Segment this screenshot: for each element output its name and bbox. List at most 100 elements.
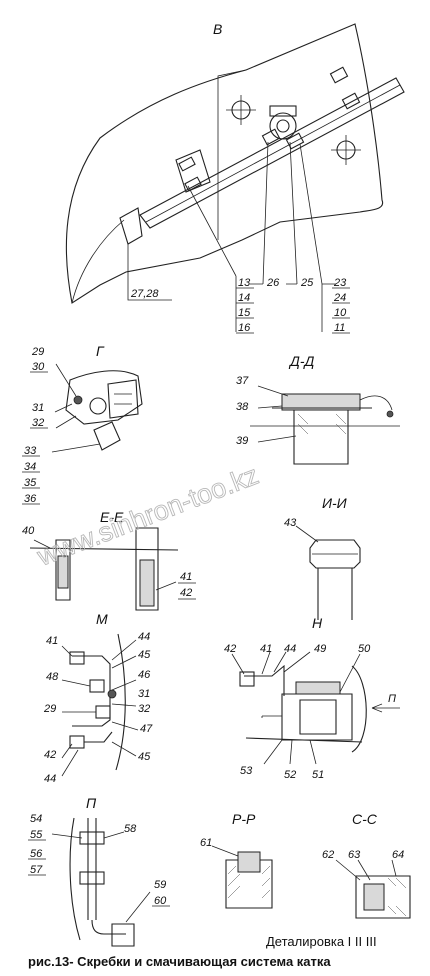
m-callout-45b: 45	[138, 751, 151, 763]
callout-23: 23	[333, 277, 347, 289]
leader-lines-p	[51, 831, 151, 923]
dd-chain	[359, 395, 393, 411]
callout-13: 13	[238, 277, 251, 289]
n-fitting	[239, 671, 255, 687]
view-dd: Д-Д 37 38 39	[236, 353, 400, 465]
leader-line-61	[211, 845, 239, 857]
n-callout-51: 51	[312, 769, 324, 781]
watermark: www.sinhron-too.kz	[32, 460, 262, 572]
n-callout-53: 53	[240, 765, 253, 777]
callout-34: 34	[24, 461, 36, 473]
m-valve	[107, 689, 117, 699]
m-callout-29: 29	[43, 703, 56, 715]
callout-64: 64	[392, 849, 404, 861]
callout-25: 25	[300, 277, 314, 289]
view-label-m: М	[96, 611, 108, 627]
callout-59: 59	[154, 879, 166, 891]
m-fitting-41	[69, 651, 85, 665]
n-direction-arrow	[371, 703, 400, 713]
callout-14: 14	[238, 292, 250, 304]
ee-fitting-left	[55, 539, 71, 601]
leader-lines-dd	[257, 385, 297, 443]
bolt-left	[178, 156, 202, 192]
leader-lines-m	[61, 639, 139, 777]
p-clamp-top	[79, 831, 105, 845]
callout-26: 26	[266, 277, 280, 289]
ee-fitting-right-core	[139, 559, 155, 607]
callout-60: 60	[154, 895, 167, 907]
view-n: Н П 42 41 44 49 50 53 52 51	[224, 615, 400, 781]
dd-chain-end	[386, 410, 394, 418]
m-callout-32: 32	[138, 703, 150, 715]
leader-lines-g	[51, 363, 101, 453]
callout-62: 62	[322, 849, 334, 861]
view-ss: С-С 62 63 64	[322, 811, 411, 919]
callout-39: 39	[236, 435, 248, 447]
n-callout-41: 41	[260, 643, 272, 655]
m-callout-41: 41	[46, 635, 58, 647]
bolt-right	[329, 66, 361, 110]
n-pump-top	[295, 681, 341, 695]
view-label-p: П	[86, 795, 97, 811]
view-v: В	[65, 21, 405, 334]
ii-nut	[309, 539, 361, 569]
n-arrow-label: П	[388, 693, 396, 705]
n-base-line	[245, 737, 363, 743]
shell-inner-curve	[71, 219, 125, 304]
dd-hatch	[297, 413, 347, 435]
view-label-ii: И-И	[322, 495, 348, 511]
rr-hatch	[227, 865, 271, 899]
n-pump-body	[281, 693, 353, 741]
m-callout-44b: 44	[44, 773, 56, 785]
callout-54: 54	[30, 813, 42, 825]
m-callout-45: 45	[138, 649, 151, 661]
view-label-n: Н	[312, 615, 323, 631]
scraper-blade	[119, 207, 143, 245]
callout-29: 29	[31, 346, 44, 358]
n-callout-49: 49	[314, 643, 326, 655]
ee-plate	[29, 547, 179, 551]
n-hose	[244, 664, 285, 696]
p-end-fitting	[111, 923, 135, 947]
shell-inner-edge	[217, 69, 247, 240]
n-pump-inner	[299, 699, 337, 735]
m-fitting-42	[69, 735, 85, 749]
m-callout-48: 48	[46, 671, 59, 683]
m-callout-44: 44	[138, 631, 150, 643]
callout-41-ee: 41	[180, 571, 192, 583]
callout-55: 55	[30, 829, 43, 841]
dd-cap	[281, 393, 361, 411]
callout-30: 30	[32, 361, 45, 373]
view-m: М 41 44 45 48 46 31 29 32 47 42 45 44	[43, 611, 153, 785]
scraper-shell	[65, 23, 384, 304]
m-fitting-29	[95, 705, 111, 719]
ee-fitting-right	[135, 527, 159, 611]
hole-left	[226, 95, 256, 125]
n-callout-52: 52	[284, 769, 296, 781]
bracket-plate	[175, 149, 211, 193]
leader-line-43	[295, 525, 319, 543]
callout-10: 10	[334, 307, 347, 319]
n-callout-44: 44	[284, 643, 296, 655]
nozzle-port	[89, 397, 107, 415]
callout-40: 40	[22, 525, 35, 537]
callout-15: 15	[238, 307, 251, 319]
p-clamp-bottom	[79, 871, 105, 885]
view-label-g: Г	[96, 343, 105, 359]
m-callout-46: 46	[138, 669, 151, 681]
rr-plug	[237, 851, 261, 873]
view-ii: И-И 43	[284, 495, 361, 620]
leader-lines-ee	[33, 539, 177, 591]
callout-33: 33	[24, 445, 37, 457]
p-bend	[91, 919, 126, 935]
view-rr: Р-Р 61	[200, 811, 273, 909]
ss-body	[355, 875, 411, 919]
n-shaft	[261, 715, 282, 718]
leader-lines-v	[127, 141, 336, 332]
view-label-rr: Р-Р	[232, 811, 256, 827]
m-callout-31: 31	[138, 688, 150, 700]
callout-27-28: 27,28	[130, 288, 159, 300]
n-callout-50: 50	[358, 643, 371, 655]
m-fitting-48	[89, 679, 105, 693]
